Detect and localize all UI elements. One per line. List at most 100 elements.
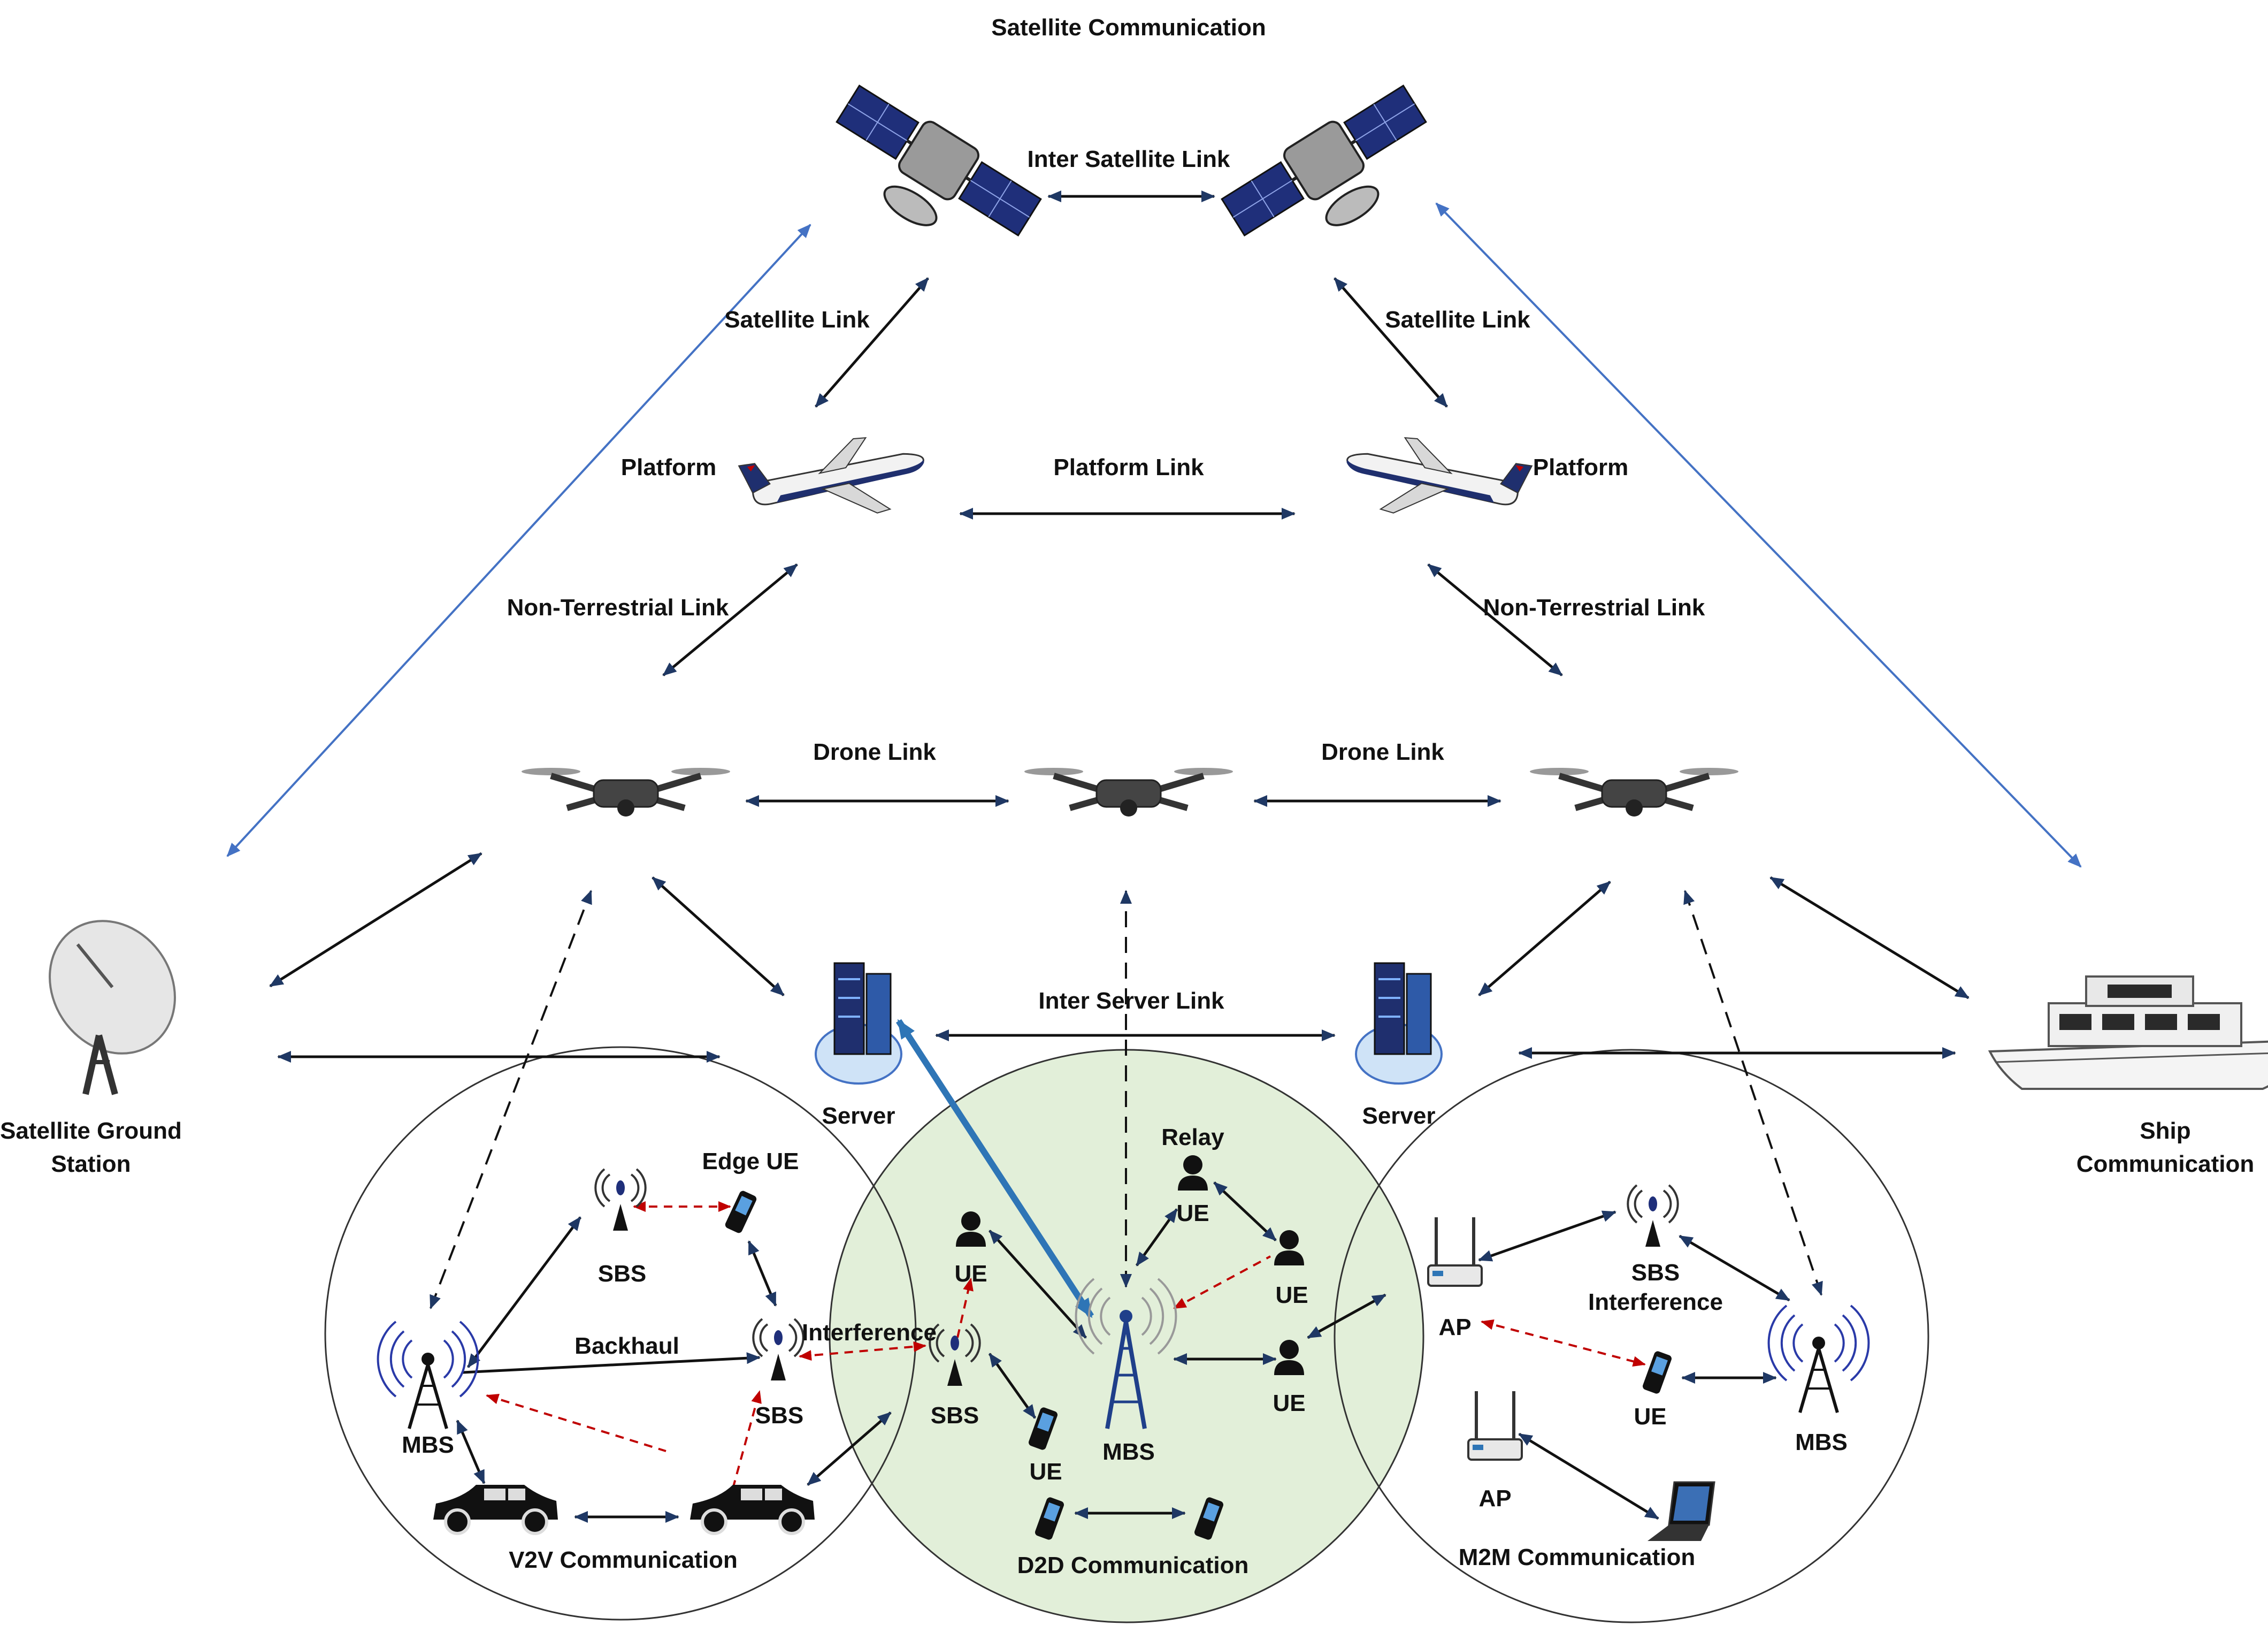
sbs-mid-icon [752, 1318, 804, 1380]
car-sbs-d2d-arrow [807, 1412, 892, 1486]
ship-label-line2: Communication [2077, 1151, 2254, 1177]
mbs-drone-left-dashed [430, 890, 592, 1309]
sbs-ue-bottom-arrow [988, 1353, 1037, 1419]
drone-server-left-arrow [652, 876, 785, 996]
drone-center-icon [1024, 768, 1233, 817]
relay-label: Relay [1161, 1124, 1224, 1150]
drone-link-right-label: Drone Link [1321, 739, 1444, 765]
ground-station-icon [49, 920, 176, 1095]
diagram-title: Satellite Communication [991, 14, 1266, 41]
ue-d2d-right-top-label: UE [1275, 1282, 1308, 1308]
ship-icon [1988, 975, 2268, 1090]
inter-satellite-link-label: Inter Satellite Link [1028, 146, 1231, 172]
ue-d2d-top-left-label: UE [954, 1261, 987, 1287]
satellite-right-icon [1221, 85, 1427, 236]
mbs-right-label: MBS [1795, 1429, 1848, 1455]
ap-top-icon [1427, 1217, 1483, 1287]
ue-d2d-bottom-left-phone-icon [1035, 1497, 1064, 1540]
sbs-sbs-interference [799, 1341, 926, 1361]
ue-d2d-right-bottom-person-icon [1274, 1340, 1304, 1375]
platform-right-label: Platform [1533, 454, 1628, 480]
non-terrestrial-left-label: Non-Terrestrial Link [507, 594, 729, 621]
m2m-label: M2M Communication [1459, 1544, 1695, 1570]
mbs-car-arrow [456, 1420, 486, 1484]
car-right-icon [690, 1485, 815, 1535]
ue-relay-label: UE [1176, 1200, 1209, 1226]
sbs-mid-label: SBS [755, 1402, 803, 1429]
ap-sbs-arrow [1478, 1210, 1616, 1262]
laptop-icon [1648, 1481, 1715, 1541]
ground-drone-arrow [269, 852, 482, 988]
server-right-label: Server [1362, 1103, 1435, 1129]
non-terrestrial-right-label: Non-Terrestrial Link [1483, 594, 1705, 621]
ground-station-label-line1: Satellite Ground [0, 1118, 182, 1144]
drone-ship-arrow [1769, 876, 1970, 1000]
interference-label: Interference [802, 1319, 937, 1346]
ue-d2d-bottom-right-phone-icon [1194, 1497, 1223, 1540]
server-right-icon [1355, 962, 1443, 1085]
platform-link-label: Platform Link [1053, 454, 1204, 480]
platform-left-icon [738, 437, 924, 514]
platform-right-icon [1346, 437, 1533, 514]
sbs-d2d-icon [929, 1323, 981, 1386]
sbs-top-label: SBS [598, 1261, 646, 1287]
ap-top-label: AP [1438, 1314, 1471, 1340]
ue-d2d-bottom-phone-icon [1029, 1407, 1058, 1450]
mbs-right-icon [1767, 1304, 1870, 1413]
sbs-interference-icon [1627, 1184, 1679, 1247]
ue-d2d-bottom-label: UE [1029, 1459, 1062, 1485]
satellite-ship-link [1435, 202, 2082, 868]
drone-link-left-label: Drone Link [813, 739, 936, 765]
edge-ue-label: Edge UE [702, 1148, 799, 1174]
ground-station-label-line2: Station [51, 1151, 131, 1177]
mbs-center-label: MBS [1102, 1439, 1155, 1465]
server-mbs-backhaul [895, 1019, 1094, 1318]
mbs-left-label: MBS [402, 1432, 454, 1458]
car-sbs-interference [732, 1390, 762, 1489]
drone-left-icon [522, 768, 730, 817]
mbs-interference [486, 1393, 666, 1452]
ue-d2d-right-bottom-label: UE [1273, 1390, 1305, 1416]
mbs-left-icon [377, 1321, 479, 1429]
ship-label-line1: Ship [2140, 1118, 2190, 1144]
satellite-link-left-arrow [815, 277, 929, 408]
satellite-link-right-label: Satellite Link [1385, 307, 1530, 333]
ue-d2d-right-top-person-icon [1274, 1230, 1304, 1265]
d2d-label: D2D Communication [1017, 1552, 1249, 1578]
sbs-interference-label-line2: Interference [1588, 1289, 1723, 1315]
server-left-label: Server [822, 1103, 895, 1129]
satellite-link-right-arrow [1334, 277, 1448, 408]
backhaul-label: Backhaul [574, 1333, 679, 1359]
mbs-center-icon [1075, 1278, 1177, 1429]
edge-ue-phone-icon [725, 1191, 757, 1233]
v2v-label: V2V Communication [509, 1547, 738, 1573]
labels: Satellite Communication Inter Satellite … [0, 14, 2254, 1578]
ap-bottom-icon [1467, 1391, 1523, 1461]
satellite-link-left-label: Satellite Link [724, 307, 870, 333]
mbs-sbs-top-arrow [467, 1216, 581, 1368]
blue-links [226, 202, 2082, 1318]
dashed-links [430, 890, 1823, 1309]
mbs-drone-right-dashed [1683, 890, 1823, 1296]
sbs-d2d-label: SBS [931, 1402, 979, 1429]
platform-left-label: Platform [621, 454, 716, 480]
ue-d2d-top-left-person-icon [956, 1211, 986, 1247]
satellite-left-icon [836, 85, 1042, 236]
v2v-zone [324, 1046, 917, 1621]
sbs-top-icon [594, 1168, 647, 1231]
ap-laptop-arrow [1518, 1432, 1659, 1520]
interference-links [486, 1201, 1646, 1489]
ground-satellite-link [226, 224, 811, 857]
mbs-ue-relay-interference [1173, 1255, 1271, 1309]
sbs-interference-label-line1: SBS [1631, 1260, 1680, 1286]
inter-server-link-label: Inter Server Link [1038, 988, 1224, 1014]
ue-ap-arrow [1307, 1293, 1386, 1339]
server-left-icon [815, 962, 902, 1085]
ap-bottom-label: AP [1478, 1485, 1511, 1512]
car-left-icon [433, 1485, 558, 1535]
ap-ue-interference [1481, 1319, 1646, 1367]
relay-ue-right-arrow [1213, 1181, 1277, 1241]
mbs-relay-ue-arrow [1135, 1208, 1178, 1267]
drone-right-icon [1530, 768, 1738, 817]
